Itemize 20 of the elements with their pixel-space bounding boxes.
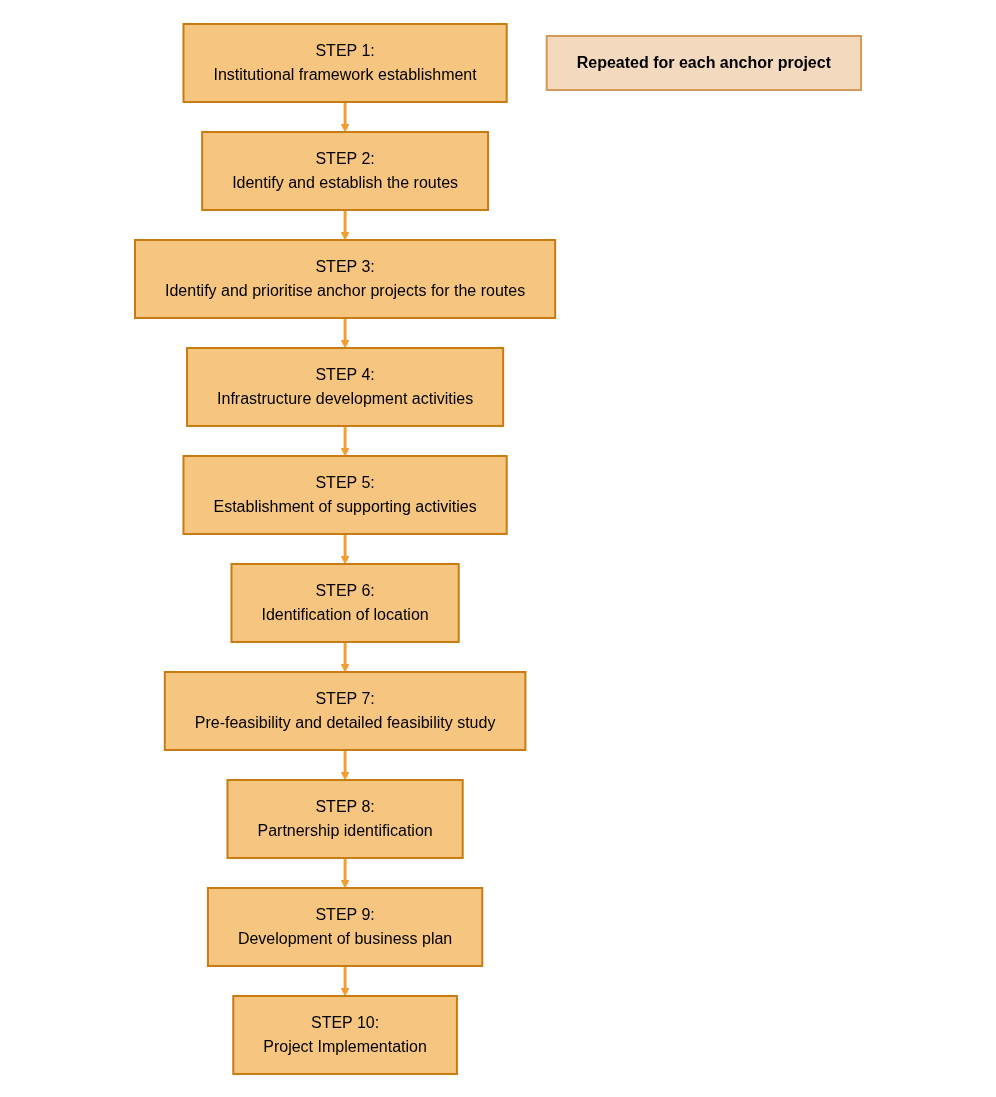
arrow bbox=[340, 209, 350, 240]
node-box: STEP 5: Establishment of supporting activities bbox=[182, 454, 508, 535]
node-box: STEP 10: Project Implementation bbox=[232, 994, 458, 1075]
node-box: STEP 4: Infrastructure development activities bbox=[186, 346, 505, 427]
node-box: Repeated for each anchor project bbox=[545, 34, 862, 91]
arrow bbox=[340, 533, 350, 564]
arrow bbox=[340, 641, 350, 672]
arrow bbox=[340, 317, 350, 348]
arrow bbox=[340, 965, 350, 996]
arrow bbox=[340, 857, 350, 888]
node-box: STEP 2: Identify and establish the routes bbox=[201, 130, 490, 211]
node-box: STEP 9: Development of business plan bbox=[206, 886, 484, 967]
arrow bbox=[340, 749, 350, 780]
node-box: STEP 6: Identification of location bbox=[230, 562, 460, 643]
node-box: STEP 7: Pre-feasibility and detailed feasibility study bbox=[163, 670, 527, 751]
arrow bbox=[340, 425, 350, 456]
node-box: STEP 3: Identify and prioritise anchor projects for the routes bbox=[134, 238, 557, 319]
node-box: STEP 1: Institutional framework establishment bbox=[182, 22, 508, 103]
arrow bbox=[340, 101, 350, 132]
node-box: STEP 8: Partnership identification bbox=[226, 778, 464, 859]
